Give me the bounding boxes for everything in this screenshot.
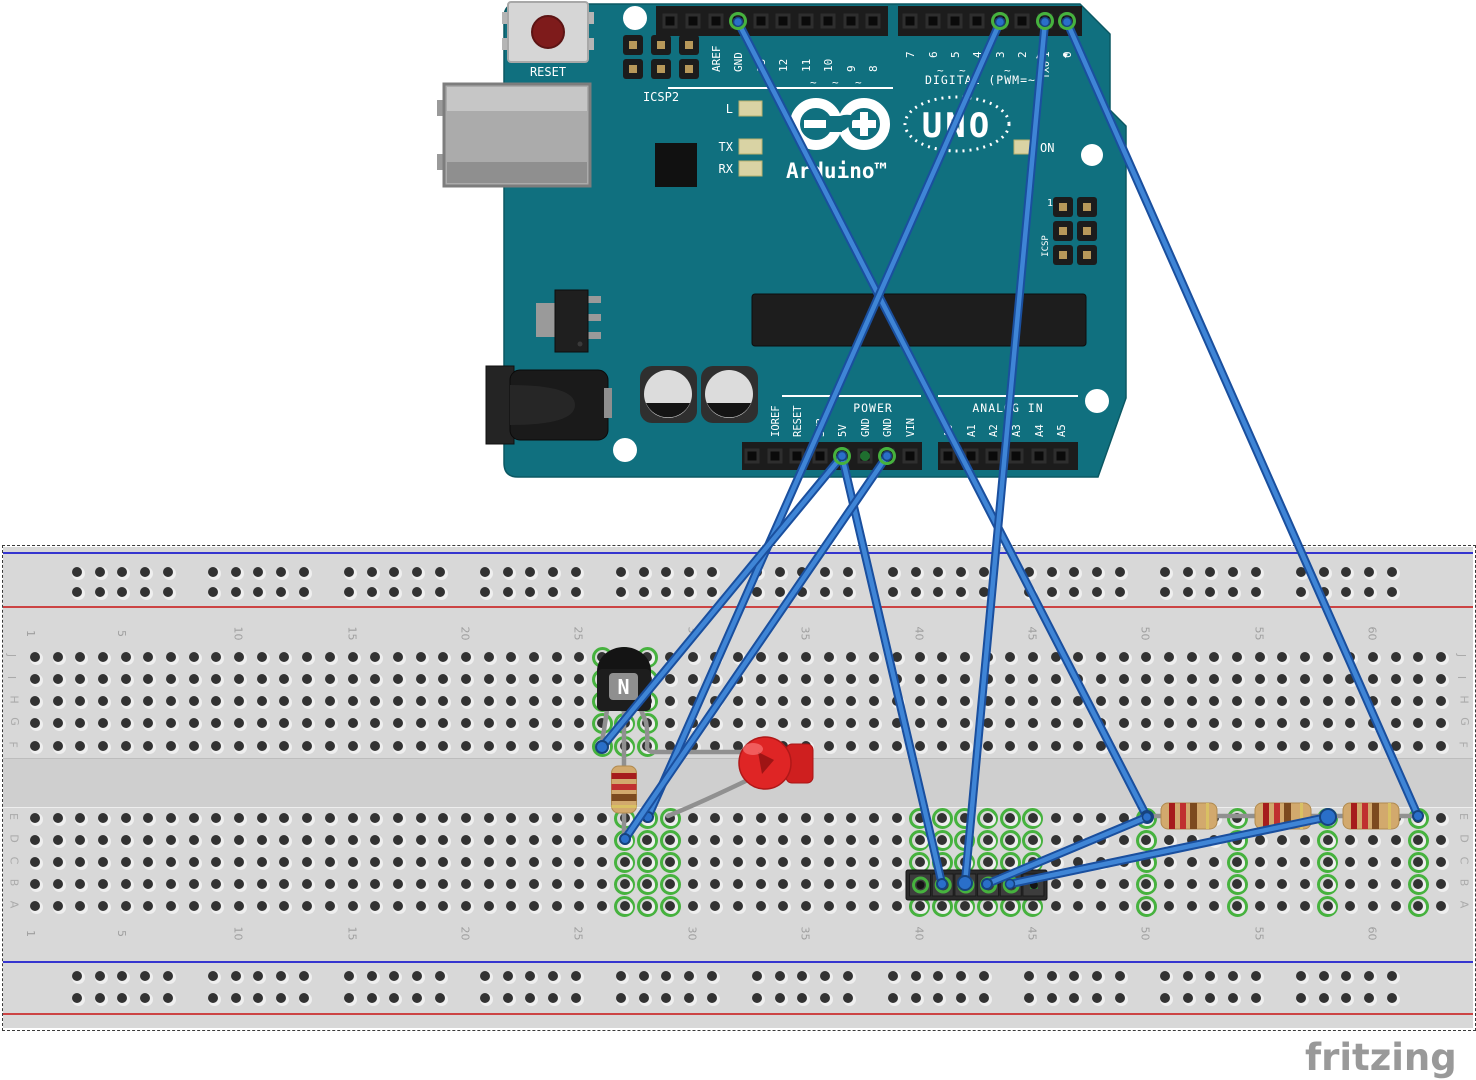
rx-arrow-icon: ▼ [1063, 51, 1068, 60]
microcontroller-chip [752, 294, 1086, 346]
icsp-label: ICSP [1041, 235, 1051, 257]
band-red [1169, 803, 1175, 829]
reset-label: RESET [530, 65, 566, 79]
band-gold [1388, 803, 1391, 829]
pin-label: 2 [1016, 51, 1029, 58]
resistor-220[interactable] [612, 766, 637, 813]
band-brown [1190, 803, 1197, 829]
pin-label: VIN [905, 418, 917, 437]
chip-small [655, 143, 697, 187]
pin-label: 11 [800, 59, 813, 72]
band-red [612, 784, 637, 790]
transistor-marking: N [617, 675, 629, 699]
pin-label: 9 [845, 65, 858, 72]
pin-label: A3 [1011, 424, 1023, 437]
wire-endpoint[interactable] [734, 18, 743, 27]
pin-label: 8 [867, 65, 880, 72]
wire[interactable] [838, 452, 948, 890]
pin-label: A2 [988, 424, 1000, 437]
wire-endpoint[interactable] [937, 879, 947, 889]
wire-endpoint[interactable] [1041, 18, 1050, 27]
wire-endpoint[interactable] [883, 452, 892, 461]
wire-endpoint[interactable] [996, 18, 1005, 27]
component-lead [641, 710, 647, 747]
mounting-hole [623, 6, 647, 30]
led-red[interactable] [739, 737, 813, 789]
power-caption: POWER [853, 401, 893, 415]
band-red [1362, 803, 1368, 829]
connected-pin-mark [860, 451, 870, 461]
icsp-pin1-label: 1 [1047, 198, 1053, 209]
arduino-brand-label: Arduino™ [786, 159, 887, 183]
wire-endpoint[interactable] [958, 876, 972, 890]
pin-label: GND [860, 418, 872, 437]
digital-caption: DIGITAL (PWM=~) [925, 73, 1044, 87]
pin-label: GND [732, 52, 745, 72]
led-on-label: ON [1040, 141, 1054, 155]
pin-label: 5 [949, 51, 962, 58]
mounting-hole [1085, 389, 1109, 413]
wire-endpoint[interactable] [1063, 18, 1072, 27]
band-red [612, 773, 637, 779]
wire-endpoint[interactable] [1143, 813, 1152, 822]
pin-label: 5V [837, 424, 849, 437]
fritzing-watermark: fritzing [1305, 1036, 1475, 1079]
led-l [739, 101, 762, 116]
pin-label: A4 [1034, 424, 1046, 437]
band-red [1263, 803, 1269, 829]
icsp2-label: ICSP2 [643, 90, 679, 104]
wire-endpoint[interactable] [982, 879, 992, 889]
band-red [1180, 803, 1186, 829]
pin-label: 10 [822, 59, 835, 72]
pin-label: IOREF [770, 405, 782, 437]
power-jack [486, 366, 612, 444]
band-brown [1372, 803, 1379, 829]
wire-endpoint[interactable] [1413, 811, 1423, 821]
led-rx-label: RX [719, 162, 734, 176]
led-l-label: L [726, 102, 733, 116]
mounting-hole [1081, 144, 1103, 166]
pin-label: RESET [792, 405, 804, 437]
pin-label: A1 [966, 424, 978, 437]
band-brown [612, 794, 637, 801]
pin-label: 12 [777, 59, 790, 72]
band-gold [1206, 803, 1209, 829]
led-rx [739, 161, 762, 176]
wire-endpoint[interactable] [1320, 809, 1336, 825]
wire-endpoint[interactable] [1006, 880, 1015, 889]
band-gold [612, 805, 637, 808]
band-red [1351, 803, 1357, 829]
pin-label: GND [882, 418, 894, 437]
wire[interactable] [596, 452, 847, 754]
component-lead [668, 778, 752, 816]
wire[interactable] [982, 813, 1152, 890]
wire-endpoint[interactable] [620, 834, 630, 844]
reset-button[interactable] [502, 2, 594, 62]
pin-label: AREF [710, 46, 723, 73]
pin-label: 6 [927, 51, 940, 58]
pin-label: 7 [904, 51, 917, 58]
capacitor [701, 366, 758, 423]
wire-endpoint[interactable] [838, 452, 847, 461]
led-tx [739, 139, 762, 154]
pin-label: A5 [1056, 424, 1068, 437]
mounting-hole [613, 438, 637, 462]
component-lead [647, 747, 748, 752]
led-tx-label: TX [719, 140, 734, 154]
wire-endpoint[interactable] [596, 741, 608, 753]
capacitor [640, 366, 697, 423]
usb-connector [444, 84, 590, 186]
pin-label: 3 [994, 51, 1007, 58]
